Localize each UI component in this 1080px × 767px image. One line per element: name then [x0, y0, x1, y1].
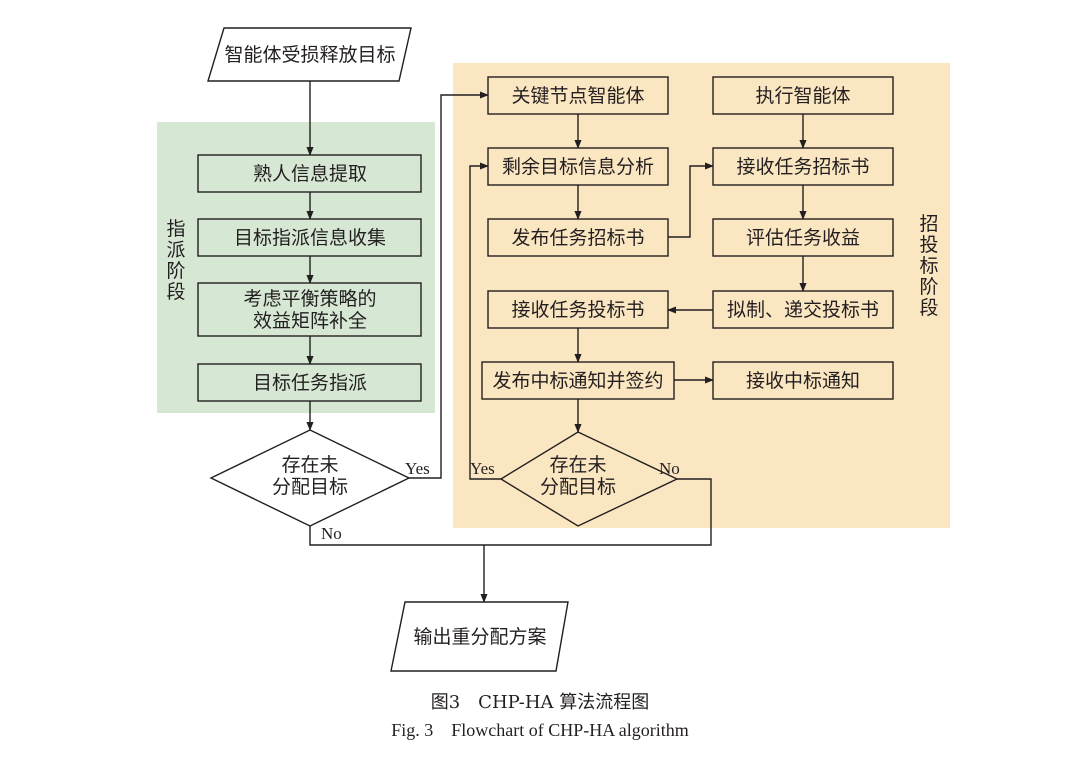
bidding-phase-char-3: 标	[919, 255, 938, 277]
assign-collect-label: 目标指派信息收集	[234, 227, 386, 249]
figure-caption-cn: 图3 CHP-HA 算法流程图	[430, 692, 650, 713]
eval-profit-label: 评估任务收益	[746, 227, 860, 249]
assign-phase-char-4: 段	[166, 281, 185, 303]
decision-1-yes-label: Yes	[405, 459, 430, 478]
bidding-phase-char-5: 段	[919, 297, 938, 319]
output-node: 输出重分配方案	[413, 626, 546, 648]
flowchart: 指 派 阶 段 招 投 标 阶 段 智能体受损释放目标 熟人信息提取 目标指派信…	[157, 27, 950, 672]
assign-phase-char-1: 指	[166, 218, 185, 240]
connectors	[306, 81, 807, 603]
publish-tender-label: 发布任务招标书	[511, 227, 644, 249]
key-agent-label: 关键节点智能体	[511, 85, 644, 107]
start-node: 智能体受损释放目标	[224, 44, 395, 66]
draft-bid-label: 拟制、递交投标书	[727, 299, 879, 321]
acquaintance-label: 熟人信息提取	[253, 163, 367, 185]
decision-2-label-line2: 分配目标	[540, 476, 616, 498]
decision-1-label-line2: 分配目标	[272, 476, 348, 498]
receive-win-label: 接收中标通知	[746, 370, 860, 392]
decision-2-label-line1: 存在未	[549, 454, 606, 476]
start-node-shape	[207, 27, 412, 82]
decision-1-no-label: No	[321, 524, 342, 543]
balance-matrix-label-line1: 考虑平衡策略的	[243, 288, 376, 310]
decision-2-yes-label: Yes	[470, 459, 495, 478]
receive-tender-label: 接收任务招标书	[736, 156, 869, 178]
assign-phase-char-2: 派	[166, 239, 185, 261]
publish-win-label: 发布中标通知并签约	[492, 370, 663, 392]
receive-bid-label: 接收任务投标书	[511, 299, 644, 321]
assign-task-label: 目标任务指派	[253, 372, 367, 394]
output-node-shape	[390, 601, 569, 672]
decision-1-label-line1: 存在未	[281, 454, 338, 476]
bidding-phase-char-4: 阶	[919, 276, 938, 298]
bidding-phase-region	[453, 63, 950, 528]
decision-2-shape	[499, 431, 679, 527]
bidding-phase-char-1: 招	[919, 213, 938, 235]
decision-2-no-label: No	[659, 459, 680, 478]
bidding-phase-label: 招 投 标 阶 段	[919, 213, 938, 319]
remain-analysis-label: 剩余目标信息分析	[502, 156, 654, 178]
balance-matrix-label-line2: 效益矩阵补全	[253, 310, 367, 332]
assign-phase-label: 指 派 阶 段	[166, 218, 185, 303]
assign-phase-char-3: 阶	[166, 260, 185, 282]
exec-agent-label: 执行智能体	[755, 85, 850, 107]
figure-caption-en: Fig. 3 Flowchart of CHP-HA algorithm	[391, 720, 689, 740]
bidding-phase-char-2: 投	[919, 234, 938, 256]
